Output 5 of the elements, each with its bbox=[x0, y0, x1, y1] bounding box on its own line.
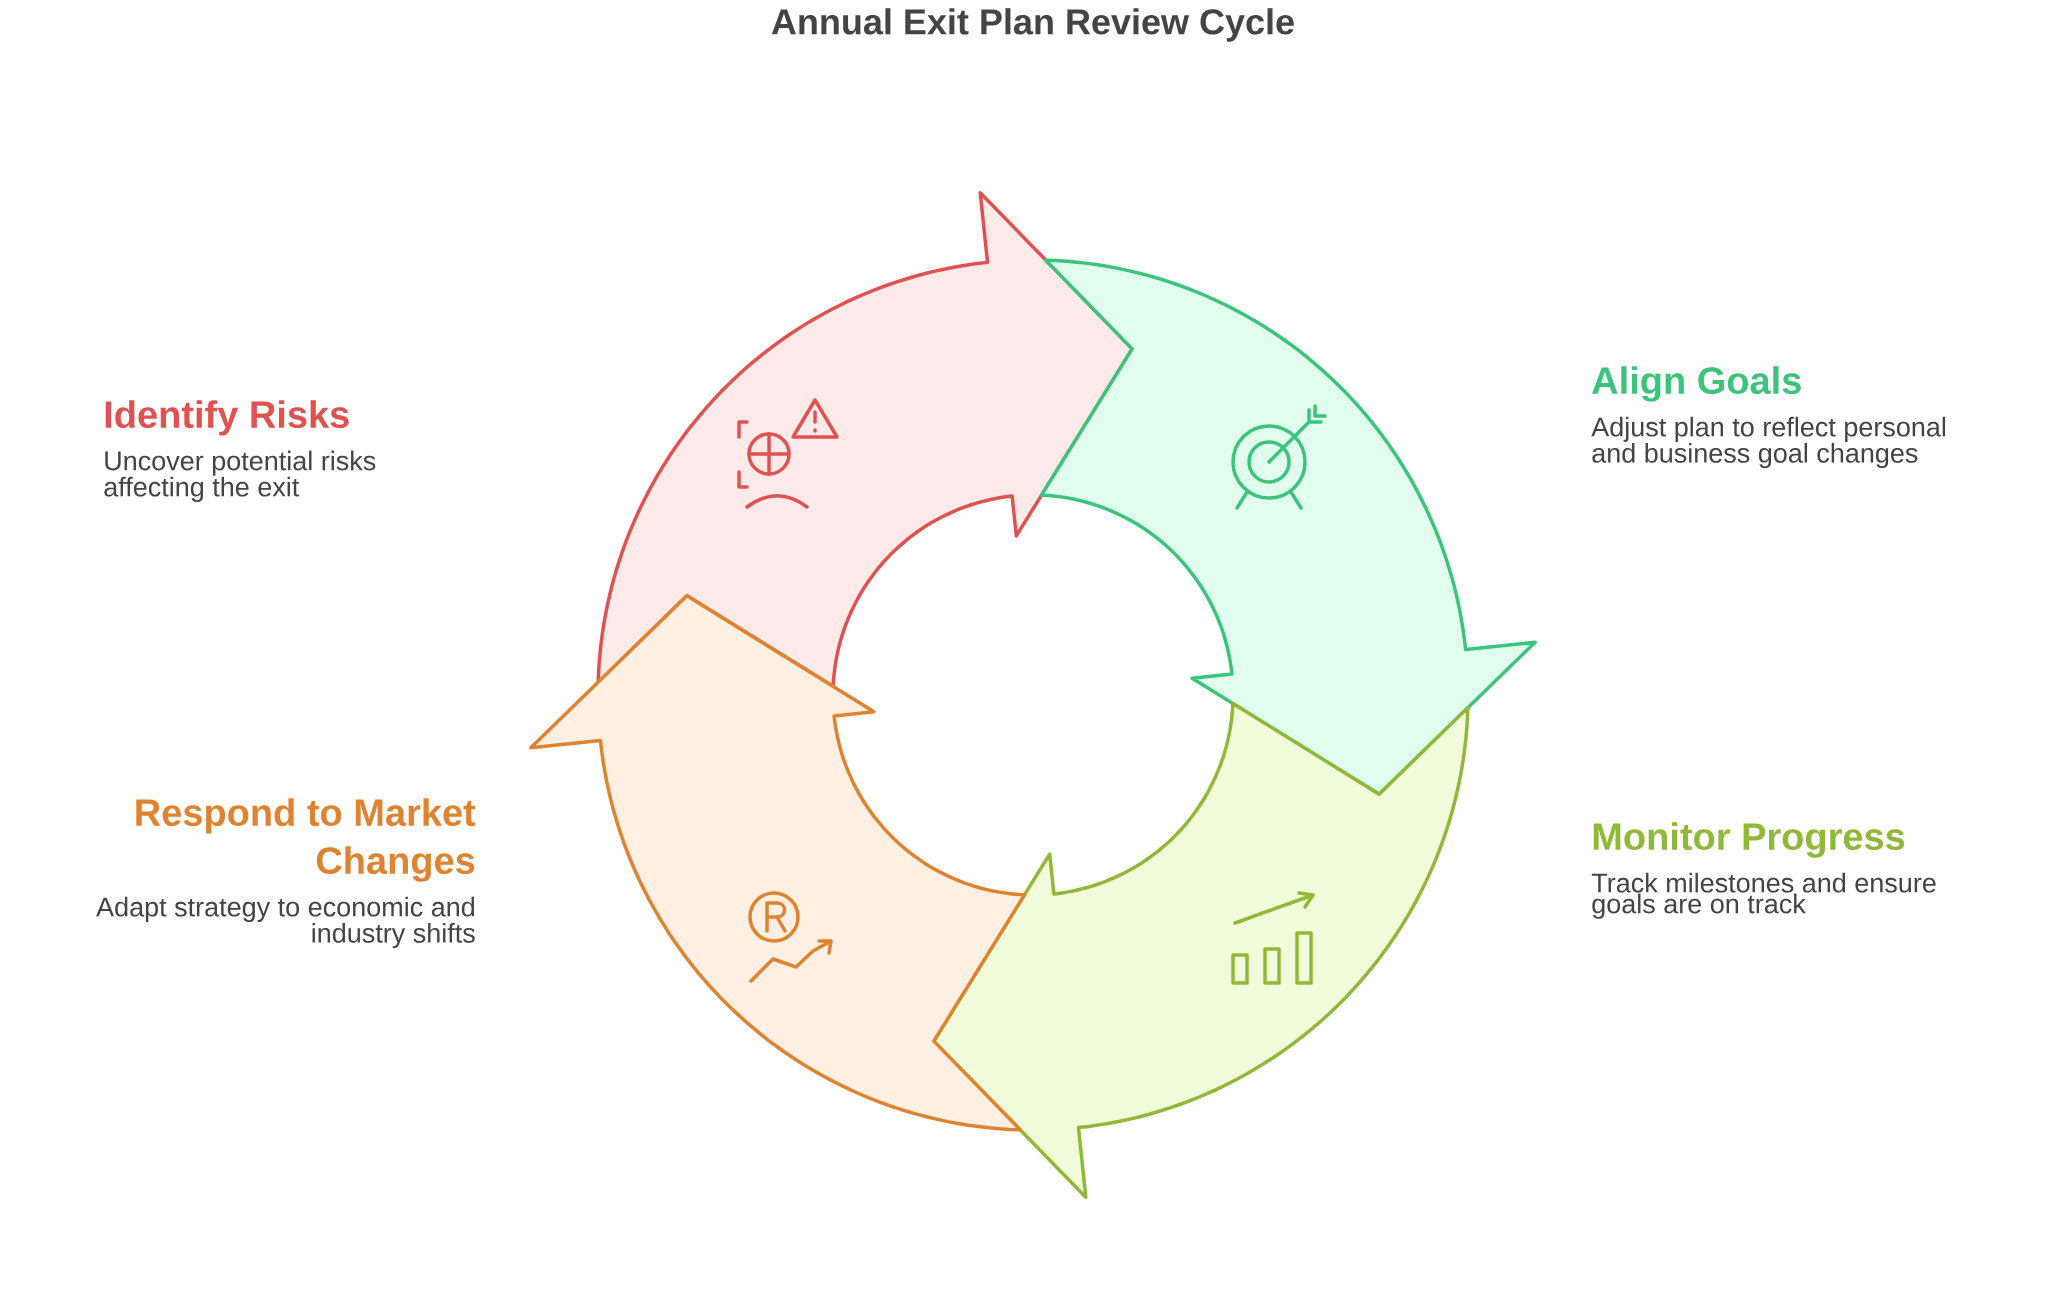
step-description: Respond to Market Changes Adapt strategy to economic and industry shifts bbox=[96, 798, 476, 949]
title: Annual Exit Plan Review Cycle bbox=[771, 8, 1294, 42]
step-description: Monitor Progress Track milestones and ensure goals are on track bbox=[1591, 822, 1936, 919]
step-description: Align Goals Adjust plan to reflect personal and business goal changes bbox=[1591, 366, 1946, 469]
step-description: Identify Risks Uncover potential risks affecting the exit bbox=[104, 400, 376, 502]
